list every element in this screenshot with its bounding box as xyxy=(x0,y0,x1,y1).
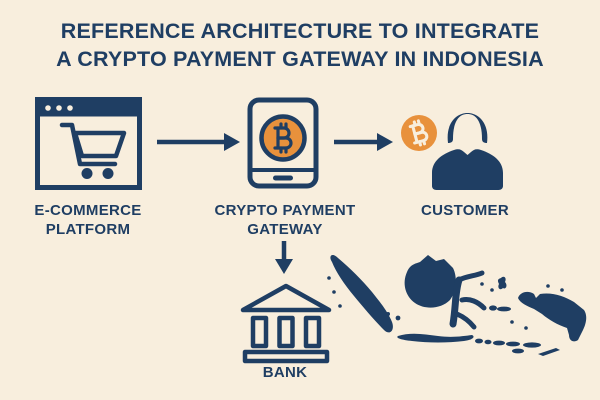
title-line-1: REFERENCE ARCHITECTURE TO INTEGRATE xyxy=(60,19,540,43)
person-with-bitcoin-coin-icon xyxy=(401,113,503,190)
arrow-ecommerce-to-gateway-icon xyxy=(157,133,240,151)
bank-building-icon xyxy=(240,283,332,364)
label-crypto-payment-gateway: CRYPTO PAYMENT GATEWAY xyxy=(214,202,356,238)
label-customer: CUSTOMER xyxy=(421,202,509,219)
person-hair xyxy=(447,113,488,143)
page-title: REFERENCE ARCHITECTURE TO INTEGRATE A CR… xyxy=(0,17,600,73)
indonesia-map xyxy=(327,255,587,356)
label-bank: BANK xyxy=(262,364,308,381)
shopping-cart-glyph xyxy=(59,122,127,167)
label-ecommerce-platform: E-COMMERCE PLATFORM xyxy=(34,202,142,238)
person-torso xyxy=(432,149,503,190)
title-line-2: A CRYPTO PAYMENT GATEWAY IN INDONESIA xyxy=(56,47,544,71)
browser-shopping-cart-icon xyxy=(35,97,142,190)
arrow-gateway-to-bank-icon xyxy=(275,241,293,274)
arrow-gateway-to-customer-icon xyxy=(334,133,393,151)
smartphone-bitcoin-icon xyxy=(247,97,319,189)
